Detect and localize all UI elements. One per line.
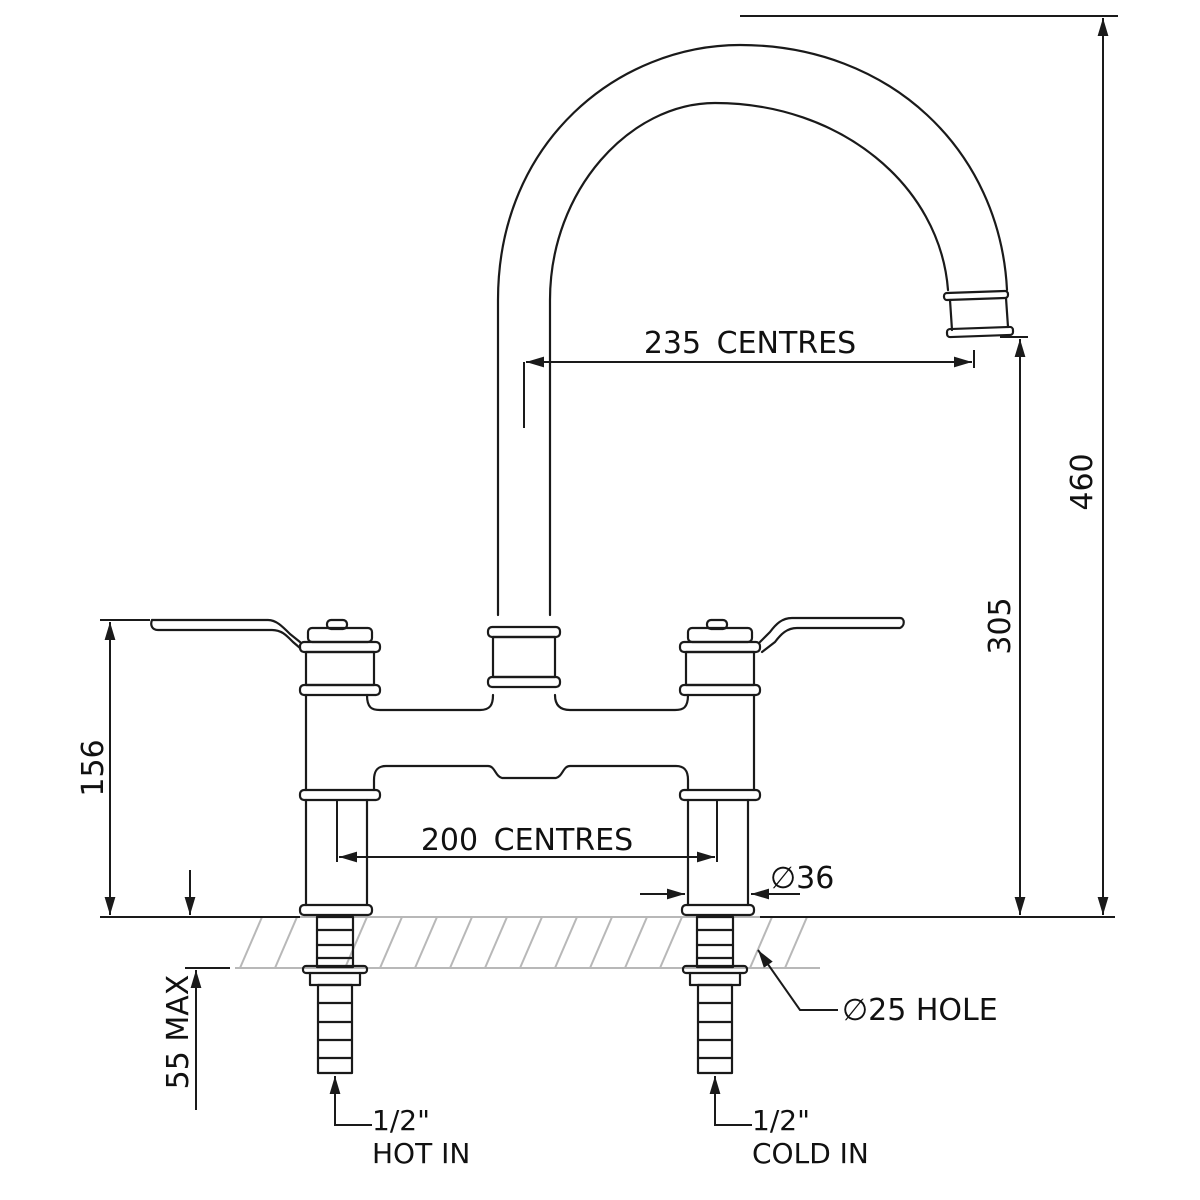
svg-text:156: 156 [76, 739, 111, 796]
svg-text:∅36: ∅36 [770, 861, 834, 896]
svg-text:1/2": 1/2" [372, 1104, 430, 1137]
right-lever-handle [758, 616, 905, 654]
left-lever-handle [150, 618, 302, 650]
callout-hole-size: ∅25 HOLE [757, 949, 998, 1028]
svg-text:305: 305 [983, 597, 1018, 654]
hot-inlet-tail [301, 915, 369, 1075]
dim-spout-outlet-height: 305 [983, 336, 1028, 915]
svg-text:HOT IN: HOT IN [372, 1137, 470, 1170]
bridge-body [298, 618, 762, 917]
callout-hot-inlet: 1/2" HOT IN [329, 1076, 470, 1170]
dim-leg-diameter: ∅36 [640, 861, 834, 900]
cold-inlet-tail [681, 915, 749, 1075]
svg-text:460: 460 [1065, 453, 1100, 510]
swan-neck-spout [496, 43, 1015, 617]
dim-inlet-centres: 200 CENTRES [336, 800, 718, 863]
svg-text:235 CENTRES: 235 CENTRES [644, 326, 856, 361]
svg-text:55 MAX: 55 MAX [161, 975, 196, 1090]
callout-cold-inlet: 1/2" COLD IN [709, 1076, 869, 1170]
svg-text:∅25 HOLE: ∅25 HOLE [842, 993, 998, 1028]
svg-text:1/2": 1/2" [752, 1104, 810, 1137]
dim-spout-projection: 235 CENTRES [523, 326, 975, 428]
dim-handle-height: 156 [76, 619, 150, 915]
dim-deck-thickness: 55 MAX [161, 870, 230, 1110]
svg-text:COLD IN: COLD IN [752, 1137, 869, 1170]
svg-text:200 CENTRES: 200 CENTRES [421, 823, 633, 858]
dim-overall-height: 460 [740, 15, 1118, 915]
